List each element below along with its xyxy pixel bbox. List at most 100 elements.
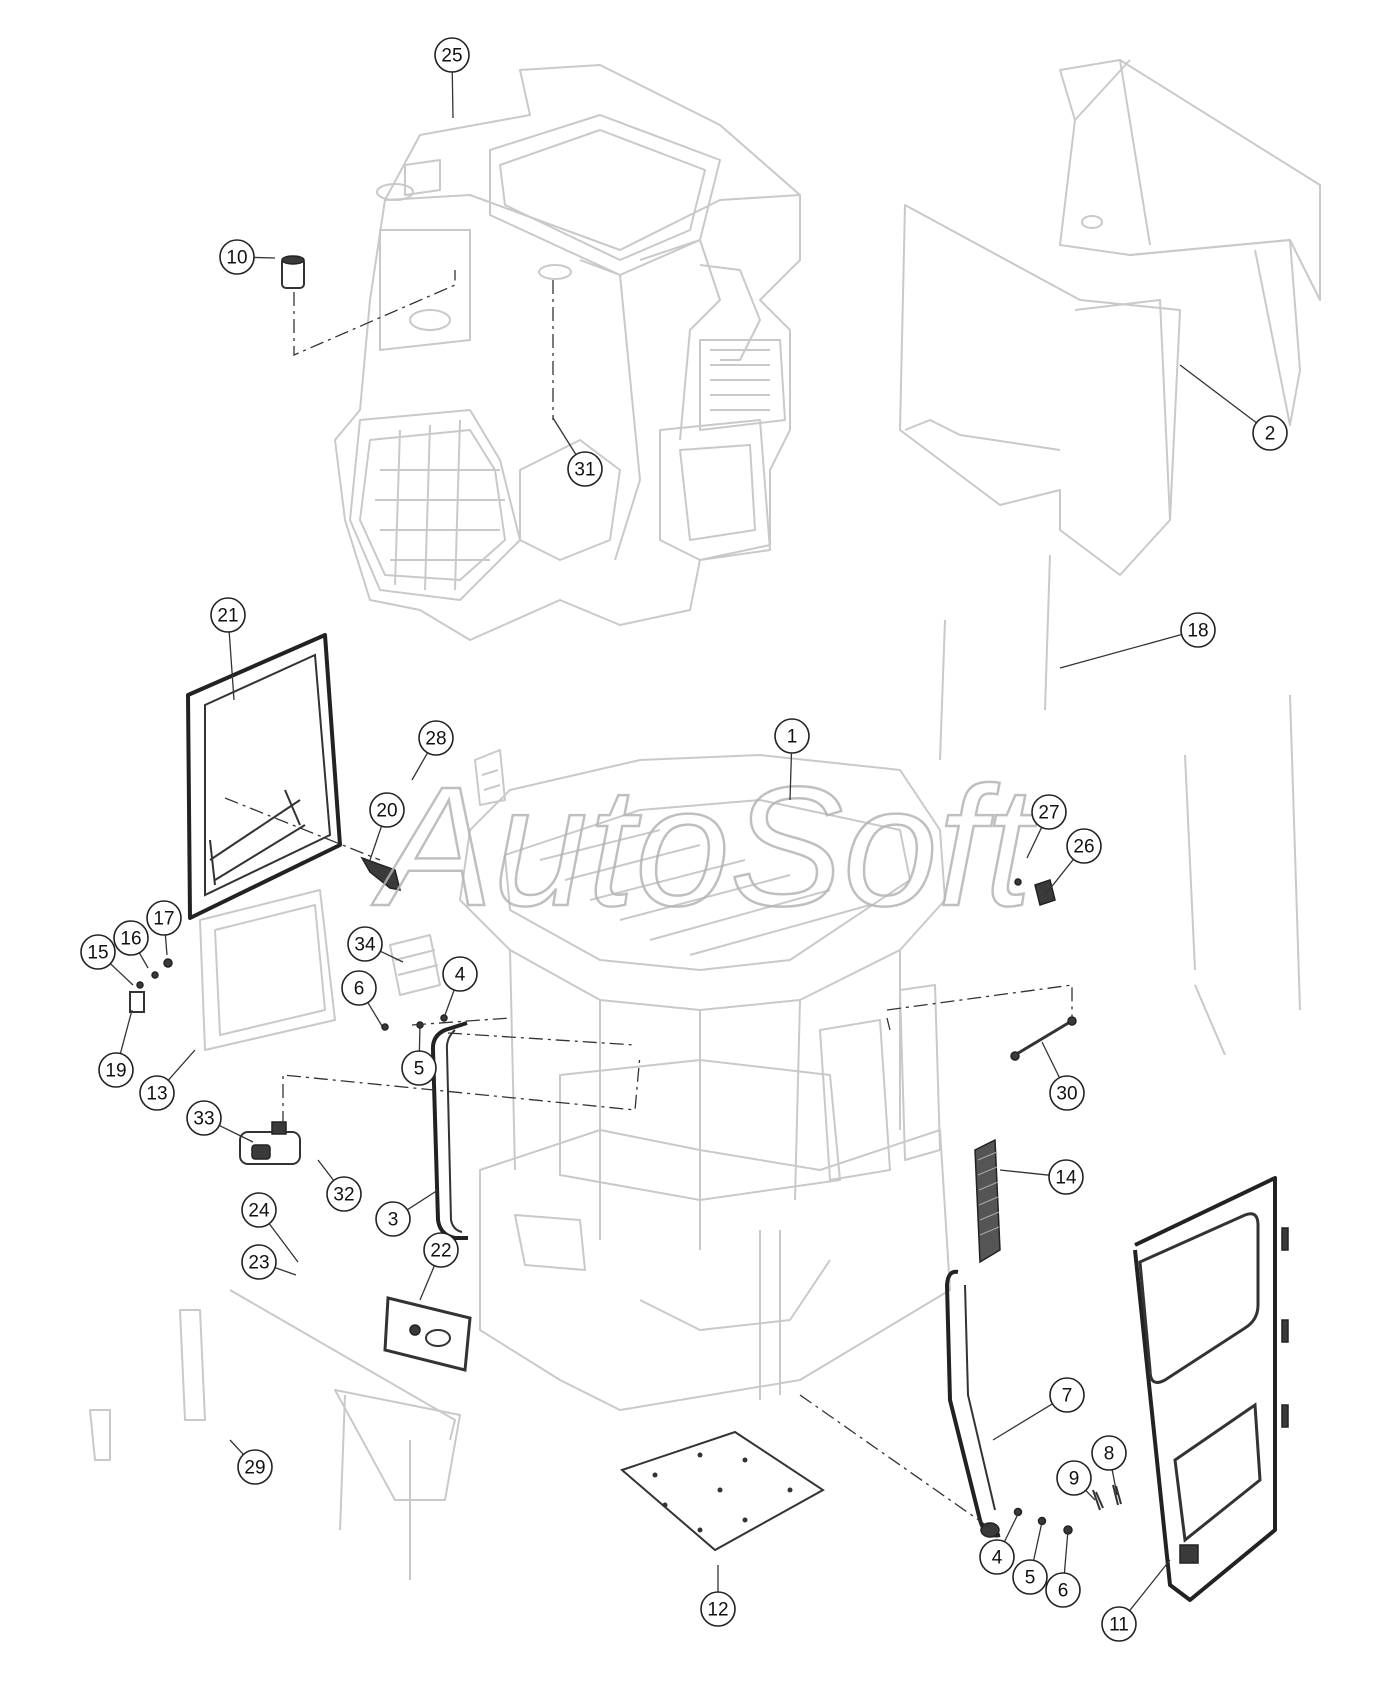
- grab-handle-right-part: [945, 1269, 1001, 1538]
- callout-balloon: [1252, 415, 1288, 451]
- callout-leader-line: [1111, 1469, 1118, 1496]
- callout-number: 32: [333, 1185, 354, 1206]
- callout-number: 2: [1265, 424, 1276, 445]
- callout-balloon: [347, 926, 383, 962]
- watermark: AutoSoft: [371, 752, 1039, 942]
- callout-number: 4: [455, 965, 466, 986]
- callout-number: 25: [441, 46, 462, 67]
- callout-balloon: [418, 720, 454, 756]
- callout-26: 26: [1044, 828, 1102, 896]
- callout-number: 30: [1056, 1084, 1077, 1105]
- callout-leader-line: [1059, 633, 1182, 669]
- callout-balloon: [237, 1449, 273, 1485]
- lower-bracket-ghost: [89, 1289, 461, 1580]
- callout-4: 4: [979, 1513, 1019, 1575]
- callout-5: 5: [1012, 1521, 1048, 1595]
- callout-6: 6: [1045, 1529, 1081, 1608]
- mount-bracket-part: [389, 934, 441, 996]
- callout-11: 11: [1101, 1559, 1171, 1642]
- callout-leader-line: [218, 1124, 254, 1143]
- callout-33: 33: [186, 1100, 254, 1143]
- callout-number: 22: [430, 1241, 451, 1262]
- callout-leader-line: [367, 1002, 383, 1027]
- cab-door-part: [1133, 1176, 1289, 1602]
- dome-light-part: [281, 255, 305, 289]
- handle-fasteners-upper: [381, 1014, 448, 1031]
- callout-leader-line: [229, 1439, 244, 1455]
- callout-balloon: [375, 1201, 411, 1237]
- callout-leader-line: [164, 934, 168, 956]
- callout-number: 34: [354, 935, 376, 956]
- main-cab-ghost: [459, 754, 951, 1411]
- callout-balloon: [1180, 612, 1216, 648]
- interior-mirror-part: [239, 1121, 301, 1165]
- callout-number: 17: [153, 909, 174, 930]
- callout-number: 19: [105, 1061, 126, 1082]
- callout-number: 26: [1073, 837, 1094, 858]
- callout-2: 2: [1179, 364, 1288, 451]
- callout-31: 31: [552, 417, 603, 487]
- support-rod-part: [1010, 1016, 1077, 1061]
- callout-balloon: [1012, 1559, 1048, 1595]
- callout-19: 19: [98, 1009, 134, 1088]
- callout-leader-line: [380, 950, 404, 963]
- callout-9: 9: [1056, 1460, 1096, 1501]
- callout-1: 1: [774, 718, 810, 801]
- filter-panel-part: [974, 1138, 1001, 1264]
- callout-4: 4: [442, 956, 478, 1016]
- callout-29: 29: [229, 1439, 273, 1485]
- callout-13: 13: [139, 1049, 196, 1111]
- callout-leader-line: [1063, 1529, 1069, 1574]
- callout-number: 24: [248, 1201, 270, 1222]
- callout-leader-line: [451, 71, 454, 119]
- callout-20: 20: [369, 792, 405, 861]
- callout-number: 4: [992, 1548, 1003, 1569]
- callout-14: 14: [999, 1159, 1084, 1195]
- callout-number: 1: [787, 727, 798, 748]
- callout-balloon: [1048, 1159, 1084, 1195]
- callout-number: 28: [425, 729, 446, 750]
- callout-number: 12: [707, 1600, 728, 1621]
- callout-leader-line: [109, 963, 134, 986]
- callout-leader-line: [1179, 364, 1257, 424]
- callout-leader-line: [1041, 1041, 1061, 1079]
- callout-21: 21: [210, 597, 246, 701]
- handle-fasteners-lower: [1013, 1507, 1073, 1535]
- hinge-hardware-part: [129, 958, 173, 1013]
- callout-number: 33: [193, 1109, 214, 1130]
- door-springs-part: [1092, 1484, 1122, 1511]
- roof-panel-ghost: [899, 59, 1321, 576]
- callout-number: 8: [1104, 1444, 1115, 1465]
- callout-balloon: [979, 1539, 1015, 1575]
- callout-leader-line: [406, 1189, 439, 1211]
- callout-leader-line: [552, 417, 577, 455]
- callout-balloon: [434, 37, 470, 73]
- callout-leader-line: [119, 1009, 133, 1054]
- callout-5: 5: [401, 1024, 437, 1086]
- callout-balloon: [1091, 1435, 1127, 1471]
- callout-leader-line: [253, 256, 276, 259]
- callout-balloon: [1049, 1377, 1085, 1413]
- callout-leader-line: [999, 1169, 1050, 1176]
- callout-24: 24: [241, 1192, 299, 1263]
- window-latch-part: [360, 856, 402, 891]
- callout-number: 29: [244, 1458, 265, 1479]
- callout-leader-line: [167, 1049, 196, 1081]
- callout-leader-line: [228, 631, 235, 701]
- cab-frame-ghost: [334, 64, 801, 641]
- callout-balloon: [326, 1176, 362, 1212]
- callout-balloon: [219, 239, 255, 275]
- callout-3: 3: [375, 1189, 439, 1237]
- callout-leader-line: [274, 1267, 297, 1276]
- callout-25: 25: [434, 37, 470, 119]
- callout-10: 10: [219, 239, 276, 275]
- grab-handle-left-part: [430, 1021, 468, 1240]
- callout-balloon: [1031, 794, 1067, 830]
- callout-27: 27: [1026, 794, 1067, 859]
- callout-leader-line: [1032, 1521, 1043, 1561]
- callout-number: 6: [354, 979, 365, 1000]
- callout-leader-line: [268, 1223, 299, 1263]
- callout-leader-line: [418, 1024, 421, 1052]
- callout-balloon: [113, 920, 149, 956]
